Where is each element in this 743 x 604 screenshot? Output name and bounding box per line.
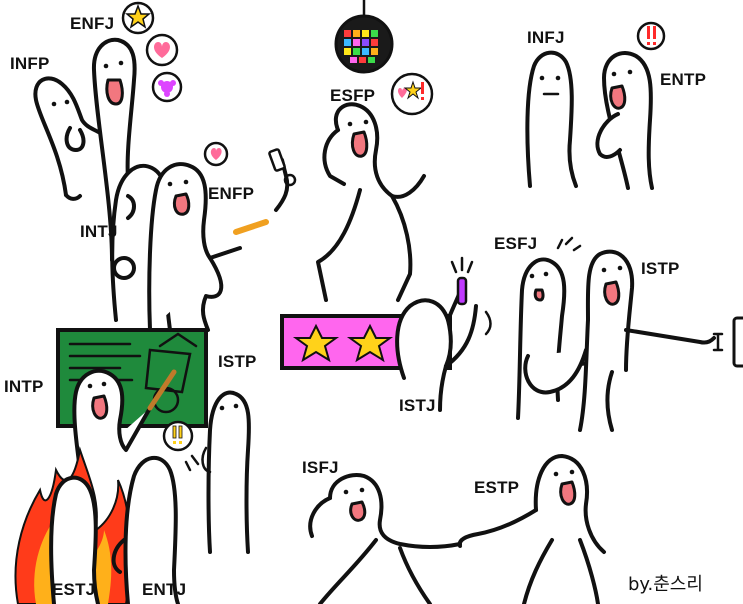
istp-left-figure xyxy=(201,390,251,554)
istp-right-mouth xyxy=(603,280,621,306)
star-icon xyxy=(124,3,152,29)
pointer-icon xyxy=(147,369,177,411)
label-intp: INTP xyxy=(4,377,44,396)
star-icon xyxy=(346,323,394,363)
artist-signature: by.춘스리 xyxy=(628,574,703,595)
enfp-mouth xyxy=(172,192,191,216)
label-enfp: ENFP xyxy=(208,184,255,203)
exclaim-icon xyxy=(172,425,177,439)
label-isfj: ISFJ xyxy=(302,458,339,477)
esfp-figure xyxy=(316,102,426,302)
esfj-mouth xyxy=(533,288,545,302)
enfj-bubbles xyxy=(121,1,183,103)
enfj-mouth xyxy=(105,78,124,106)
label-infp: INFP xyxy=(10,54,50,73)
istp-right-figure xyxy=(523,249,743,432)
intp-mouth xyxy=(91,394,109,420)
label-esfj: ESFJ xyxy=(494,234,538,253)
label-istj: ISTJ xyxy=(399,396,436,415)
isfj-figure xyxy=(308,473,462,604)
flower-icon xyxy=(161,81,173,93)
socket-icon xyxy=(732,316,743,368)
estp-mouth xyxy=(559,480,577,506)
star-icon xyxy=(292,323,340,363)
estj-figure xyxy=(49,475,100,604)
esfp-bubble xyxy=(390,72,434,116)
heart-icon xyxy=(398,88,407,98)
esfp-mouth xyxy=(350,130,369,158)
disco-ball-icon xyxy=(334,0,394,74)
entj-figure xyxy=(111,420,200,604)
label-entp: ENTP xyxy=(660,70,707,89)
intp-figure xyxy=(72,368,177,472)
heart-icon xyxy=(154,42,170,58)
exclaim-icon xyxy=(647,26,650,39)
label-infj: INFJ xyxy=(527,28,565,47)
phone-icon xyxy=(268,148,286,172)
label-entj: ENTJ xyxy=(142,580,187,599)
heart-icon xyxy=(210,148,222,160)
label-istp-left: ISTP xyxy=(218,352,257,371)
label-istp-right: ISTP xyxy=(641,259,680,278)
infj-figure xyxy=(525,50,578,188)
label-enfj: ENFJ xyxy=(70,14,115,33)
baton-icon xyxy=(233,219,269,235)
exclaim-icon xyxy=(421,82,424,94)
label-estp: ESTP xyxy=(474,478,520,497)
star-icon xyxy=(403,80,423,100)
label-esfp: ESFP xyxy=(330,86,376,105)
istj-figure xyxy=(395,256,492,412)
entp-figure xyxy=(595,21,666,190)
estp-figure xyxy=(457,454,606,604)
isfj-mouth xyxy=(349,500,367,522)
enfp-figure xyxy=(147,141,297,332)
entp-mouth xyxy=(609,84,627,110)
label-intj: INTJ xyxy=(80,222,118,241)
lighter-icon xyxy=(456,276,468,306)
label-estj: ESTJ xyxy=(52,580,96,599)
